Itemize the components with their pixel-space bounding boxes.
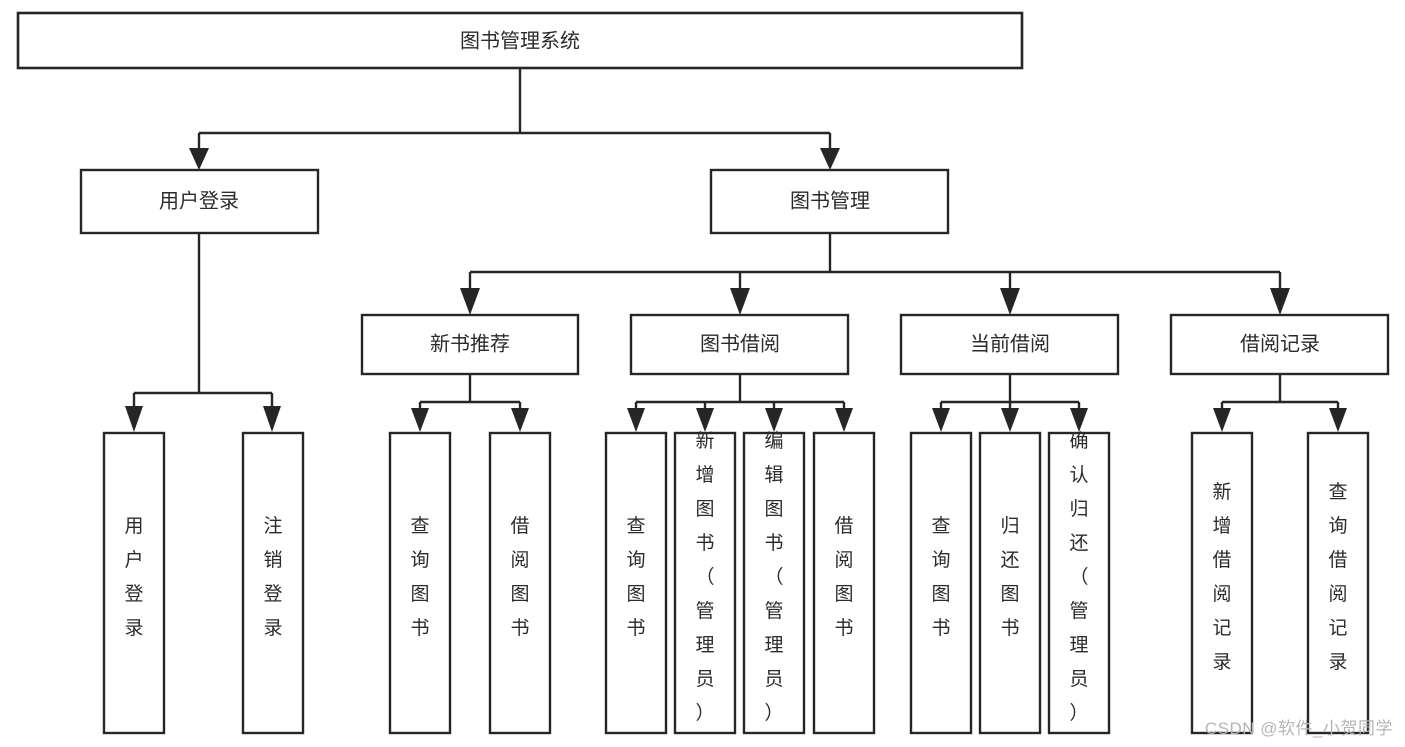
leaf-cb-3-box[interactable] [1047, 431, 1111, 735]
node-borrow-records[interactable]: 借阅记录 [1169, 313, 1390, 376]
leaf-bb-3-box[interactable] [742, 431, 806, 735]
leaf-bb-3-label: 编辑图书（管理员） [764, 430, 783, 724]
node-root[interactable]: 图书管理系统 [16, 11, 1024, 70]
connector-group-current-borrow [932, 374, 1088, 432]
node-borrow-records-box[interactable] [1169, 313, 1390, 376]
watermark-text: CSDN @软件_小贺同学 [1204, 719, 1393, 738]
leaf-user-login-1-label: 用户登录 [124, 516, 143, 639]
leaf-cb-1-box[interactable] [909, 431, 973, 735]
leaf-bb-2-box[interactable] [673, 431, 737, 735]
node-book-manage-label: 图书管理 [790, 189, 870, 212]
leaf-br-1-box[interactable] [1190, 431, 1254, 735]
node-new-book-recommend-box[interactable] [360, 313, 580, 376]
leaf-bb-1-label: 查询图书 [626, 515, 645, 639]
connector-group-book-manage [460, 233, 1290, 315]
node-book-borrow-box[interactable] [629, 313, 850, 376]
leaf-bb-2-label: 新增图书（管理员） [695, 430, 714, 724]
leaf-nbr-2-label: 借阅图书 [510, 515, 529, 639]
leaf-node[interactable]: 归还图书 [978, 431, 1042, 735]
leaf-user-login-2-box[interactable] [241, 431, 305, 735]
leaf-nbr-1-label: 查询图书 [410, 515, 429, 639]
leaf-bb-1-box[interactable] [604, 431, 668, 735]
arrowhead-leaf-bb-1 [627, 408, 645, 432]
arrowhead-leaf-user-login-2 [263, 406, 281, 432]
leaf-cb-2-box[interactable] [978, 431, 1042, 735]
arrowhead-leaf-nbr-1 [411, 408, 429, 432]
leaf-user-login-2-label: 注销登录 [263, 515, 282, 639]
node-new-book-recommend-label: 新书推荐 [430, 332, 510, 355]
arrowhead-new-book-recommend [460, 288, 480, 315]
leaf-node[interactable]: 查询图书 [604, 431, 668, 735]
node-current-borrow[interactable]: 当前借阅 [899, 313, 1120, 376]
arrowhead-book-manage [820, 148, 840, 170]
leaf-node[interactable]: 编辑图书（管理员） [742, 430, 806, 735]
node-book-borrow[interactable]: 图书借阅 [629, 313, 850, 376]
connector-group-new-book-recommend [411, 374, 529, 432]
leaf-node[interactable]: 查询图书 [388, 431, 452, 735]
arrowhead-borrow-records [1270, 288, 1290, 315]
node-book-manage[interactable]: 图书管理 [709, 168, 950, 235]
arrowhead-book-borrow [730, 288, 750, 315]
node-current-borrow-label: 当前借阅 [970, 332, 1050, 355]
leaf-node[interactable]: 查询图书 [909, 431, 973, 735]
connector-group-borrow-records [1213, 374, 1347, 432]
node-book-borrow-label: 图书借阅 [700, 332, 780, 355]
node-borrow-records-label: 借阅记录 [1240, 332, 1320, 355]
leaf-node[interactable]: 新增借阅记录 [1190, 431, 1254, 735]
leaf-br-2-label: 查询借阅记录 [1328, 481, 1347, 673]
leaf-bb-4-box[interactable] [812, 431, 876, 735]
node-root-box[interactable] [16, 11, 1024, 70]
leaf-br-1-label: 新增借阅记录 [1212, 481, 1231, 673]
arrowhead-user-login [189, 148, 209, 170]
leaf-node[interactable]: 借阅图书 [488, 431, 552, 735]
node-user-login[interactable]: 用户登录 [79, 168, 320, 235]
arrowhead-leaf-user-login-1 [125, 406, 143, 432]
arrowhead-leaf-br-2 [1329, 408, 1347, 432]
leaf-cb-3-label: 确认归还（管理员） [1069, 430, 1088, 724]
node-current-borrow-box[interactable] [899, 313, 1120, 376]
arrowhead-leaf-bb-2 [696, 408, 714, 432]
arrowhead-leaf-nbr-2 [511, 408, 529, 432]
arrowhead-leaf-br-1 [1213, 408, 1231, 432]
node-user-login-label: 用户登录 [159, 189, 239, 212]
arrowhead-leaf-bb-4 [835, 408, 853, 432]
leaf-node[interactable]: 用户登录 [102, 431, 166, 735]
leaf-cb-1-label: 查询图书 [931, 515, 950, 639]
arrowhead-leaf-cb-3 [1070, 408, 1088, 432]
arrowhead-leaf-cb-2 [1001, 408, 1019, 432]
leaf-node[interactable]: 新增图书（管理员） [673, 430, 737, 735]
leaf-node[interactable]: 借阅图书 [812, 431, 876, 735]
connector-group-user-login [125, 233, 281, 432]
connector-group-root [189, 68, 840, 170]
connector-group-book-borrow [627, 374, 853, 432]
leaf-cb-2-label: 归还图书 [1000, 515, 1019, 639]
arrowhead-leaf-cb-1 [932, 408, 950, 432]
leaf-node[interactable]: 查询借阅记录 [1306, 431, 1370, 735]
leaf-node[interactable]: 注销登录 [241, 431, 305, 735]
leaf-user-login-1-box[interactable] [102, 431, 166, 735]
leaf-nbr-2-box[interactable] [488, 431, 552, 735]
leaf-br-2-box[interactable] [1306, 431, 1370, 735]
node-user-login-box[interactable] [79, 168, 320, 235]
leaf-bb-4-label: 借阅图书 [834, 515, 853, 639]
node-new-book-recommend[interactable]: 新书推荐 [360, 313, 580, 376]
arrowhead-current-borrow [1000, 288, 1020, 315]
leaf-node[interactable]: 确认归还（管理员） [1047, 430, 1111, 735]
node-root-label: 图书管理系统 [460, 29, 580, 52]
leaf-nbr-1-box[interactable] [388, 431, 452, 735]
node-book-manage-box[interactable] [709, 168, 950, 235]
arrowhead-leaf-bb-3 [765, 408, 783, 432]
